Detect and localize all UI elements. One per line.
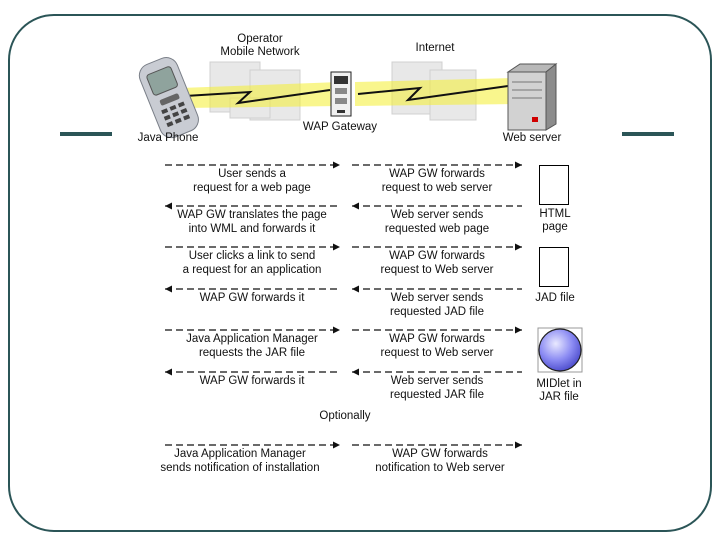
sphere-icon xyxy=(537,327,583,373)
right-link-glow xyxy=(355,78,515,106)
arrowhead-icon xyxy=(515,243,522,251)
left-message: WAP GW translates the page into WML and … xyxy=(177,209,327,235)
right-message: Web server sends requested JAD file xyxy=(390,292,484,318)
html-page-label: HTML page xyxy=(539,208,571,233)
arrowhead-icon xyxy=(333,243,340,251)
arrowhead-icon xyxy=(165,368,172,376)
arrowhead-icon xyxy=(515,161,522,169)
network-graphic xyxy=(138,57,558,139)
left-message: WAP GW forwards it xyxy=(199,375,305,387)
wap-gateway-label: WAP Gateway xyxy=(302,121,378,133)
left-message: User clicks a link to send a request for… xyxy=(182,250,322,276)
internet-label: Internet xyxy=(415,42,455,54)
optional-right-message: WAP GW forwards notification to Web serv… xyxy=(375,448,505,474)
jad-file-label: JAD file xyxy=(535,292,575,304)
arrowhead-icon xyxy=(333,161,340,169)
blank-document-icon xyxy=(539,165,569,205)
blank-document-icon xyxy=(539,247,569,287)
left-message: WAP GW forwards it xyxy=(199,292,305,304)
right-message: WAP GW forwards request to Web server xyxy=(380,250,494,276)
left-message: Java Application Manager requests the JA… xyxy=(186,333,318,359)
arrowhead-icon xyxy=(515,441,522,449)
server-icon xyxy=(506,62,558,131)
arrowhead-icon xyxy=(352,285,359,293)
phone-icon xyxy=(138,57,199,139)
right-message: Web server sends requested web page xyxy=(384,209,490,235)
arrowhead-icon xyxy=(333,441,340,449)
arrowhead-icon xyxy=(352,202,359,210)
arrowhead-icon xyxy=(165,285,172,293)
left-message: User sends a request for a web page xyxy=(193,168,311,194)
arrowhead-icon xyxy=(165,202,172,210)
arrowhead-icon xyxy=(515,326,522,334)
web-server-label: Web server xyxy=(502,132,562,144)
right-message: WAP GW forwards request to Web server xyxy=(380,333,494,359)
right-lightning-icon xyxy=(357,85,509,102)
arrowhead-icon xyxy=(352,368,359,376)
left-lightning-icon xyxy=(184,89,331,105)
optional-left-message: Java Application Manager sends notificat… xyxy=(160,448,320,474)
optionally-label: Optionally xyxy=(319,410,371,422)
midlet-jar-label: MIDlet in JAR file xyxy=(536,378,582,403)
right-message: WAP GW forwards request to web server xyxy=(381,168,493,194)
java-phone-label: Java Phone xyxy=(137,132,199,144)
left-link-glow xyxy=(180,82,340,108)
right-accent-bar xyxy=(622,132,674,136)
operator-network-label: Operator Mobile Network xyxy=(220,33,300,58)
gateway-icon xyxy=(330,71,352,117)
left-accent-bar xyxy=(60,132,112,136)
right-message: Web server sends requested JAR file xyxy=(390,375,484,401)
arrowhead-icon xyxy=(333,326,340,334)
